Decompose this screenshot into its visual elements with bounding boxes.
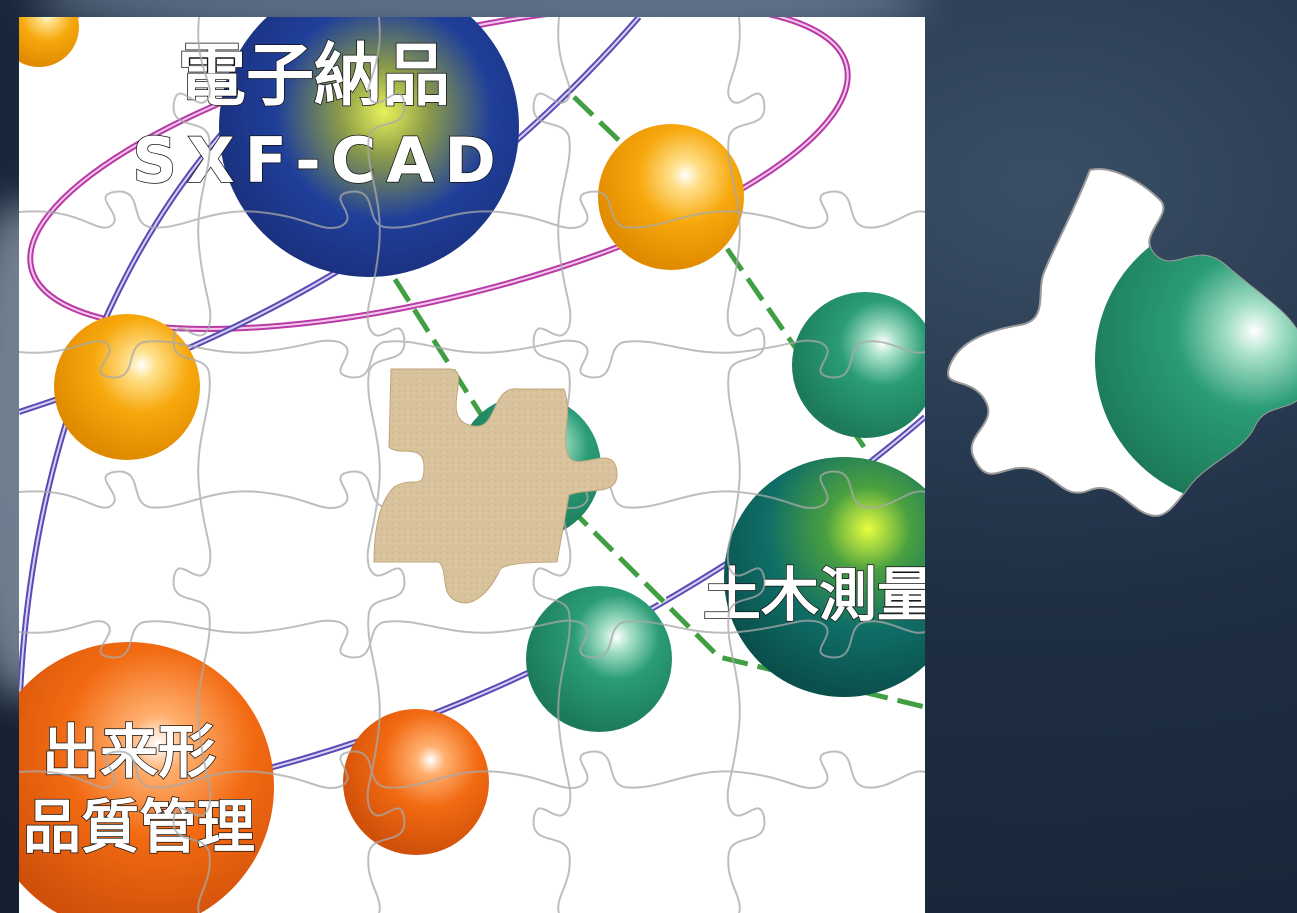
empty-piece-slot[interactable] bbox=[373, 368, 618, 604]
puzzle-board[interactable]: 電子納品 SXF-CAD 土木測量 出来形 品質管理 bbox=[19, 17, 925, 913]
sxf-cad-label: SXF-CAD bbox=[132, 124, 506, 197]
jigsaw-grid bbox=[19, 17, 925, 913]
loose-piece-image bbox=[947, 168, 1297, 517]
green-ball bbox=[526, 586, 672, 732]
loose-puzzle-piece[interactable] bbox=[940, 160, 1297, 520]
orange-ball bbox=[343, 709, 489, 855]
green-ball-fragment bbox=[1095, 215, 1297, 505]
denshi-label: 電子納品 bbox=[178, 37, 450, 116]
doboku-sokuryo-ball bbox=[724, 457, 925, 697]
dekigata-label: 出来形 bbox=[42, 718, 216, 786]
amber-ball bbox=[54, 314, 200, 460]
amber-ball bbox=[598, 124, 744, 270]
hinshitsu-label: 品質管理 bbox=[23, 793, 255, 861]
green-ball bbox=[792, 292, 925, 438]
puzzle-image: 電子納品 SXF-CAD 土木測量 出来形 品質管理 bbox=[19, 17, 925, 913]
amber-ball-partial bbox=[19, 17, 79, 67]
doboku-label: 土木測量 bbox=[703, 561, 925, 629]
dekigata-ball bbox=[19, 642, 274, 913]
